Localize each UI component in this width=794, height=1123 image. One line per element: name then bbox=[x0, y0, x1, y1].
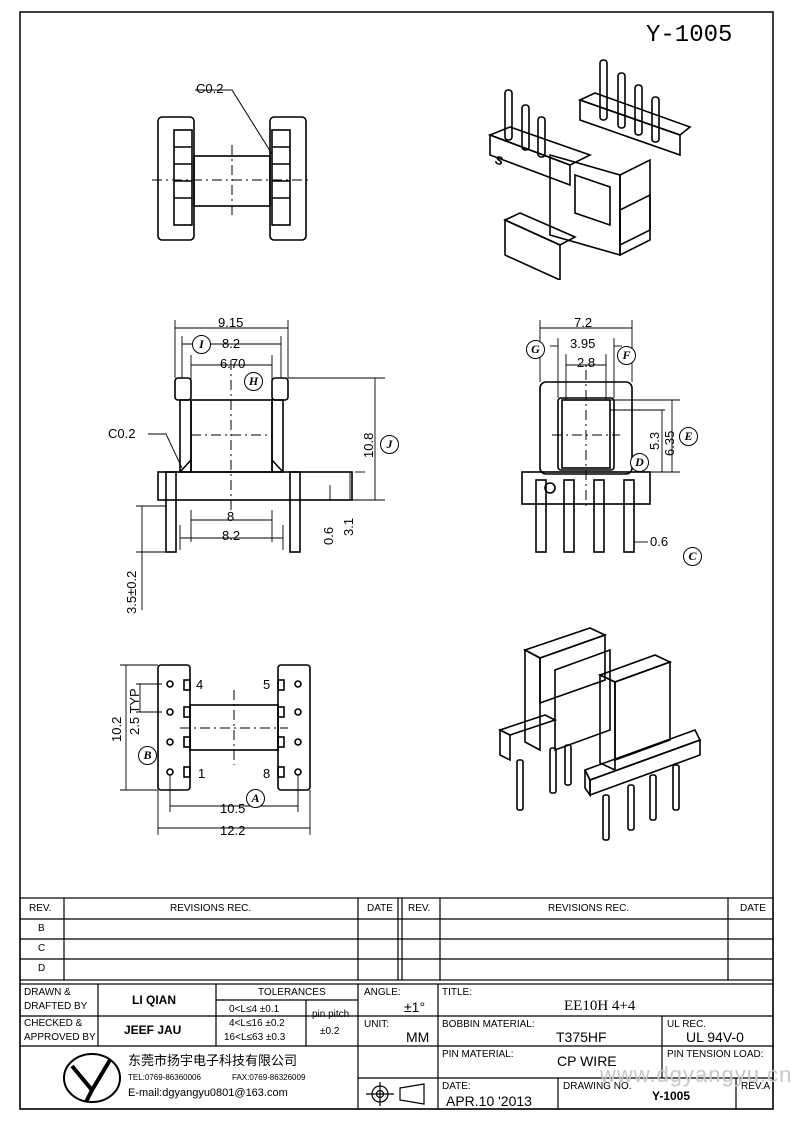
label-i: I bbox=[192, 335, 211, 354]
ul-label: UL REC. bbox=[667, 1019, 707, 1030]
pin-number-5: 5 bbox=[263, 677, 271, 692]
label-e: E bbox=[679, 427, 698, 446]
pin-material-value: CP WIRE bbox=[557, 1053, 617, 1069]
drawn-label-2: DRAFTED BY bbox=[24, 1001, 88, 1012]
checked-label-1: CHECKED & bbox=[24, 1018, 83, 1029]
label-j: J bbox=[380, 435, 399, 454]
front-dim-pin-span: 8.2 bbox=[222, 528, 241, 543]
rev-header-rev-2: REV. bbox=[408, 903, 431, 914]
label-h: H bbox=[244, 372, 263, 391]
company-tel: TEL:0769-86360006 bbox=[128, 1073, 201, 1082]
projection-symbol bbox=[366, 1082, 425, 1106]
label-c: C bbox=[683, 547, 702, 566]
drawn-by: LI QIAN bbox=[132, 993, 176, 1007]
side-dim-width: 7.2 bbox=[574, 315, 593, 330]
bottom-dim-pin-row: 10.5 bbox=[220, 801, 246, 816]
label-d: D bbox=[630, 453, 649, 472]
drawing-no-label: DRAWING NO. bbox=[563, 1081, 632, 1092]
title-value: EE10H 4+4 bbox=[564, 998, 636, 1014]
isometric-view-top: S bbox=[487, 59, 692, 280]
title-label: TITLE: bbox=[442, 987, 473, 998]
drawing-number-top: Y-1005 bbox=[646, 22, 733, 49]
ul-value: UL 94V-0 bbox=[686, 1029, 744, 1045]
watermark: www.dgyangyu.cn bbox=[600, 1062, 793, 1087]
angle-label: ANGLE: bbox=[364, 987, 401, 998]
company-fax: FAX:0769-86326009 bbox=[232, 1073, 306, 1082]
label-b: B bbox=[138, 746, 157, 765]
top-view-drawing bbox=[152, 89, 312, 241]
tol-row-3: 16<L≤63 ±0.3 bbox=[224, 1032, 286, 1043]
label-g: G bbox=[526, 340, 545, 359]
top-view-chamfer: C0.2 bbox=[196, 81, 224, 96]
front-dim-base-inner: 8 bbox=[227, 509, 235, 524]
company-logo bbox=[63, 1053, 121, 1103]
checked-by: JEEF JAU bbox=[124, 1023, 182, 1037]
angle-value: ±1° bbox=[404, 999, 426, 1015]
rev-a-label: REV.A bbox=[741, 1081, 771, 1092]
drawn-label-1: DRAWN & bbox=[24, 987, 71, 998]
rev-row-b: B bbox=[38, 923, 45, 934]
company-name: 东莞市扬宇电子科技有限公司 bbox=[128, 1053, 298, 1068]
rev-row-d: D bbox=[38, 963, 46, 974]
unit-label: UNIT: bbox=[364, 1019, 389, 1030]
checked-label-2: APPROVED BY bbox=[24, 1032, 96, 1043]
drawing-no-value: Y-1005 bbox=[652, 1089, 691, 1103]
rev-header-revisions: REVISIONS REC. bbox=[170, 903, 252, 914]
pin-pitch-label: pin pitch bbox=[312, 1009, 350, 1020]
front-dim-overall: 9.15 bbox=[218, 315, 244, 330]
pin-number-4: 4 bbox=[196, 677, 204, 692]
rev-header-rev: REV. bbox=[29, 903, 52, 914]
date-label: DATE: bbox=[442, 1081, 471, 1092]
tol-row-1: 0<L≤4 ±0.1 bbox=[229, 1004, 280, 1015]
pin-pitch-value: ±0.2 bbox=[320, 1026, 340, 1037]
pin-material-label: PIN MATERIAL: bbox=[442, 1049, 514, 1060]
rev-header-revisions-2: REVISIONS REC. bbox=[548, 903, 630, 914]
rev-row-c: C bbox=[38, 943, 46, 954]
bobbin-label: BOBBIN MATERIAL: bbox=[442, 1019, 535, 1030]
company-email: E-mail:dgyangyu0801@163.com bbox=[128, 1087, 288, 1099]
tolerances-label: TOLERANCES bbox=[258, 987, 326, 998]
pin-number-1: 1 bbox=[198, 766, 206, 781]
pin-number-8: 8 bbox=[263, 766, 271, 781]
side-dim-inner: 2.8 bbox=[577, 355, 596, 370]
unit-value: MM bbox=[406, 1029, 430, 1045]
bobbin-value: T375HF bbox=[556, 1029, 607, 1045]
rev-header-date: DATE bbox=[367, 903, 393, 914]
rev-header-date-2: DATE bbox=[740, 903, 766, 914]
pin-tension-label: PIN TENSION LOAD: bbox=[667, 1049, 764, 1060]
tol-row-2: 4<L≤16 ±0.2 bbox=[229, 1018, 285, 1029]
label-f: F bbox=[617, 346, 636, 365]
front-dim-chamfer: C0.2 bbox=[108, 426, 136, 441]
front-dim-core: 6.70 bbox=[220, 356, 246, 371]
side-view-drawing bbox=[521, 320, 680, 553]
bottom-view-drawing bbox=[120, 664, 311, 835]
front-dim-flange-inner: 8.2 bbox=[222, 336, 241, 351]
date-value: APR.10 '2013 bbox=[446, 1093, 532, 1109]
side-dim-core-width: 3.95 bbox=[570, 336, 596, 351]
front-view-drawing bbox=[136, 320, 385, 610]
isometric-view-bottom bbox=[497, 627, 702, 841]
bottom-dim-overall: 12.2 bbox=[220, 823, 246, 838]
side-dim-pin: 0.6 bbox=[650, 534, 669, 549]
label-a: A bbox=[246, 789, 265, 808]
